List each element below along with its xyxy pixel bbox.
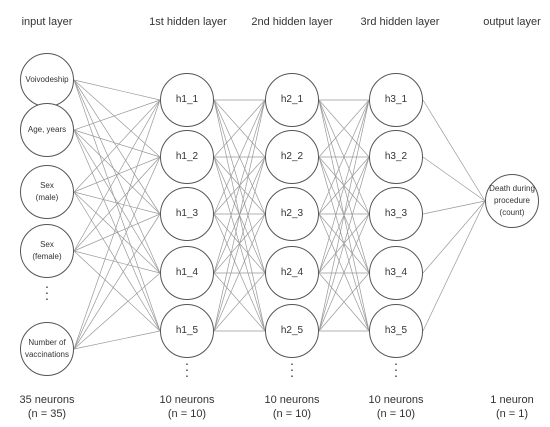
connection-line: [318, 213, 370, 332]
connection-line: [213, 99, 266, 332]
output-neuron-count: 1 neuron (n = 1): [490, 393, 533, 421]
connection-line: [73, 79, 161, 158]
hidden-3-node: h3_4: [369, 246, 423, 300]
connection-line: [73, 213, 161, 350]
connection-line: [213, 99, 266, 215]
connection-line: [318, 99, 370, 158]
connection-line: [73, 250, 161, 274]
connection-line: [73, 79, 161, 332]
input-layer-title: input layer: [21, 16, 73, 28]
connection-line: [73, 156, 161, 350]
connection-line: [73, 99, 161, 131]
hidden-3-node: h3_3: [369, 187, 423, 241]
connection-line: [73, 272, 161, 350]
input-node: Number of vaccinations: [20, 322, 74, 376]
n-label: (n = 10): [167, 408, 207, 420]
hidden-1-ellipsis: · · ·: [184, 355, 190, 383]
hidden-2-ellipsis: · · ·: [289, 355, 295, 383]
hidden-1-node: h1_3: [160, 187, 214, 241]
connection-line: [73, 330, 161, 350]
connection-line: [73, 99, 161, 252]
connection-line: [213, 99, 266, 274]
neurons-label: 35 neurons: [19, 394, 75, 406]
hidden-2-node: h2_1: [265, 73, 319, 127]
hidden-1-node: h1_4: [160, 246, 214, 300]
output-node: Death during procedure (count): [485, 174, 539, 228]
connection-line: [73, 129, 161, 158]
connection-line: [73, 156, 161, 252]
n-label: (n = 35): [27, 408, 67, 420]
connection-line: [422, 200, 486, 274]
connection-line: [318, 99, 370, 274]
connection-line: [213, 213, 266, 332]
neurons-label: 10 neurons: [368, 394, 424, 406]
n-label: (n = 10): [272, 408, 312, 420]
connection-line: [73, 129, 161, 332]
hidden-1-node: h1_5: [160, 304, 214, 358]
hidden-layer-1-title: 1st hidden layer: [149, 16, 227, 28]
input-node: Age, years: [20, 103, 74, 157]
connection-line: [73, 79, 161, 101]
hidden-3-node: h3_1: [369, 73, 423, 127]
hidden-3-neuron-count: 10 neurons (n = 10): [368, 393, 423, 421]
connection-line: [73, 129, 161, 215]
connection-line: [422, 200, 486, 215]
n-label: (n = 10): [376, 408, 416, 420]
hidden-2-node: h2_2: [265, 130, 319, 184]
connection-line: [73, 129, 161, 274]
connection-line: [73, 191, 161, 332]
neurons-label: 10 neurons: [159, 394, 215, 406]
hidden-layer-3-title: 3rd hidden layer: [360, 16, 440, 28]
connection-line: [213, 156, 266, 332]
connection-line: [73, 79, 161, 274]
hidden-2-node: h2_3: [265, 187, 319, 241]
output-layer-title: output layer: [483, 16, 541, 28]
connection-line: [213, 272, 266, 332]
connection-line: [318, 272, 370, 332]
input-node: Sex (male): [20, 165, 74, 219]
connection-line: [318, 156, 370, 332]
connection-line: [318, 99, 370, 332]
connection-line: [422, 156, 486, 202]
connection-line: [73, 191, 161, 215]
hidden-1-neuron-count: 10 neurons (n = 10): [159, 393, 214, 421]
input-node: Voivodeship: [20, 53, 74, 107]
connection-line: [422, 99, 486, 202]
input-neuron-count: 35 neurons (n = 35): [19, 393, 74, 421]
connection-line: [73, 156, 161, 193]
input-node: Sex (female): [20, 224, 74, 278]
hidden-3-node: h3_2: [369, 130, 423, 184]
hidden-layer-2-title: 2nd hidden layer: [251, 16, 333, 28]
connection-line: [73, 99, 161, 193]
hidden-2-node: h2_4: [265, 246, 319, 300]
hidden-2-node: h2_5: [265, 304, 319, 358]
neurons-label: 10 neurons: [264, 394, 320, 406]
neurons-label: 1 neuron: [490, 394, 534, 406]
connection-line: [422, 200, 486, 332]
connection-line: [73, 213, 161, 252]
n-label: (n = 1): [495, 408, 529, 420]
hidden-3-node: h3_5: [369, 304, 423, 358]
hidden-1-node: h1_1: [160, 73, 214, 127]
connection-line: [73, 250, 161, 332]
connection-line: [318, 99, 370, 215]
connection-line: [213, 99, 266, 158]
connection-line: [73, 99, 161, 350]
connection-line: [73, 79, 161, 215]
hidden-3-ellipsis: · · ·: [393, 355, 399, 383]
hidden-2-neuron-count: 10 neurons (n = 10): [264, 393, 319, 421]
hidden-1-node: h1_2: [160, 130, 214, 184]
input-ellipsis: · · ·: [44, 278, 50, 306]
